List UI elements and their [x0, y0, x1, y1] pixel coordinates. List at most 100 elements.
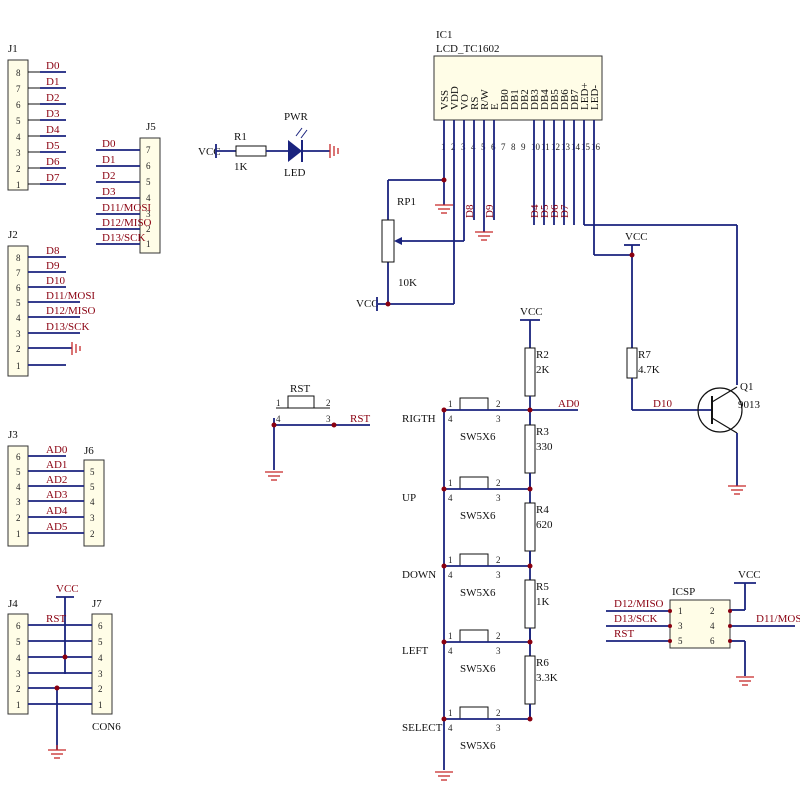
pot-val: 10K: [398, 277, 417, 289]
lcd-pin-name: DB3: [529, 89, 541, 110]
j2-pin: 2: [16, 344, 21, 354]
icsp-pin: 3: [678, 621, 683, 631]
j7-pin: 5: [98, 637, 103, 647]
button-pin: 4: [448, 570, 453, 580]
button-pin: 1: [448, 399, 453, 409]
j5-pin: 5: [146, 177, 151, 187]
junction: [527, 407, 533, 413]
j3-pin: 2: [16, 513, 21, 523]
lcd-pin-name: DB7: [569, 89, 581, 110]
icsp-pin: 2: [710, 606, 715, 616]
j2-pin: 7: [16, 268, 21, 278]
junction: [441, 563, 447, 569]
ladder-resistor-val: 2K: [536, 364, 550, 376]
j2-ref: J2: [8, 229, 18, 241]
j5-net: D0: [102, 138, 116, 150]
j1-pin: 8: [16, 68, 21, 78]
button-pin: 1: [448, 478, 453, 488]
j7-ref: J7: [92, 598, 102, 610]
led-ref: PWR: [284, 111, 309, 123]
lcd-net: D6: [549, 204, 561, 218]
ground-icon: [736, 676, 754, 686]
lcd-pin-name: LED+: [579, 82, 591, 110]
button-part: SW5X6: [460, 587, 496, 599]
ground-icon: [329, 144, 339, 158]
lcd-pin-number: 8: [511, 142, 516, 152]
potentiometer-rp1: RP1 10K VCC: [356, 196, 417, 311]
j5-pin: 7: [146, 145, 151, 155]
junction: [527, 716, 533, 722]
button-pin: 3: [496, 570, 501, 580]
reset-pin: 1: [276, 398, 281, 408]
lcd-pin-name: E: [489, 103, 501, 110]
j1-net: D6: [46, 156, 60, 168]
r7-val: 4.7K: [638, 364, 660, 376]
icsp-ref: ICSP: [672, 586, 695, 598]
ground-icon: [48, 745, 66, 759]
ladder-resistor-val: 330: [536, 441, 553, 453]
j6-pin: 5: [90, 467, 95, 477]
j1-pin: 2: [16, 164, 21, 174]
j6-body: [83, 459, 105, 547]
lcd-net: D5: [539, 204, 551, 218]
lcd-pin-name: VSS: [439, 90, 451, 110]
button-pin: 1: [448, 708, 453, 718]
button-pin: 3: [496, 646, 501, 656]
push-button-icon: [459, 397, 489, 411]
lcd-pin-name: DB2: [519, 89, 531, 110]
j4-pin: 1: [16, 700, 21, 710]
button-pin: 2: [496, 708, 501, 718]
j3-body: [7, 445, 29, 547]
r1-ref: R1: [234, 131, 247, 143]
ladder-resistor: [524, 579, 536, 629]
j2-body: [7, 245, 29, 377]
button-pin: 1: [448, 631, 453, 641]
j7-pin: 3: [98, 669, 103, 679]
ladder-resistor-ref: R4: [536, 504, 549, 516]
j2-net: D11/MOSI: [46, 290, 95, 302]
j3-pin: 5: [16, 467, 21, 477]
lcd-wiring: D8 D9 D4 D5 D6 D7: [378, 120, 738, 385]
reset-pin: 2: [326, 398, 331, 408]
icsp-body: [669, 599, 731, 649]
j1-net: D2: [46, 92, 59, 104]
j2-pin: 3: [16, 329, 21, 339]
lcd-pin-name: DB6: [559, 89, 571, 110]
j5-net: D12/MISO: [102, 217, 152, 229]
j1-net: D7: [46, 172, 60, 184]
ground-icon: [475, 231, 493, 241]
connector-j4-j7: J4 J7 VCC RST 6 5 4 3 2 1 6 5 4 3 2 1 CO…: [7, 583, 121, 759]
j7-pin: 6: [98, 621, 103, 631]
lcd-pin-name: VO: [459, 94, 471, 110]
j1-net: D5: [46, 140, 60, 152]
keypad-vcc: VCC: [520, 306, 543, 318]
icsp-net: D11/MOSI: [756, 613, 800, 625]
j5-pin: 6: [146, 161, 151, 171]
j1-pin: 1: [16, 180, 21, 190]
button-part: SW5X6: [460, 663, 496, 675]
j1-net: D1: [46, 76, 59, 88]
lcd-part: LCD_TC1602: [436, 43, 500, 55]
j6-pin: 5: [90, 482, 95, 492]
lcd-body: [433, 55, 603, 121]
reset-net: RST: [350, 413, 370, 425]
power-vcc-label: VCC: [198, 146, 221, 158]
lcd-pin-number: 15: [581, 142, 591, 152]
j5-pin: 4: [146, 193, 151, 203]
j4-body: [7, 613, 29, 715]
icsp-pin: 4: [710, 621, 715, 631]
j5-net: D1: [102, 154, 115, 166]
icsp-pin: 5: [678, 636, 683, 646]
lcd-net: D9: [484, 204, 496, 218]
button-label: UP: [402, 492, 416, 504]
ladder-resistor: [524, 424, 536, 474]
j5-body: [139, 137, 161, 254]
junction: [527, 639, 533, 645]
j4-pin: 3: [16, 669, 21, 679]
j3-ref: J3: [8, 429, 18, 441]
j1-pin: 7: [16, 84, 21, 94]
j4-net: RST: [46, 613, 66, 625]
ladder-resistor-val: 1K: [536, 596, 550, 608]
